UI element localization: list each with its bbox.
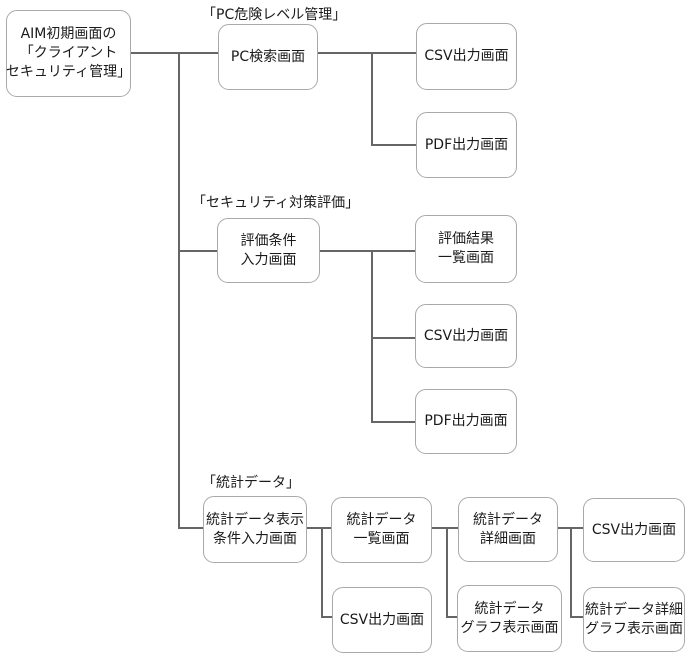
node-stat-list-screen: 統計データ 一覧画面	[331, 497, 432, 563]
node-label-line: 入力画面	[240, 251, 297, 268]
node-stat-detail-graph-display-screen: 統計データ詳細 グラフ表示画面	[583, 587, 685, 652]
node-csv-output-screen-1: CSV出力画面	[416, 23, 517, 90]
connector-line	[371, 52, 373, 146]
node-label-line: 詳細画面	[480, 530, 536, 547]
node-pc-search-screen: PC検索画面	[218, 24, 318, 90]
node-pdf-output-screen-1: PDF出力画面	[416, 112, 517, 178]
connector-line	[431, 527, 459, 529]
node-label-line: AIM初期画面の	[20, 26, 117, 42]
node-pdf-output-screen-2: PDF出力画面	[415, 389, 517, 454]
section-label-pc-risk-level: 「PC危険レベル管理」	[202, 7, 347, 23]
connector-line	[371, 421, 416, 423]
node-csv-output-screen-4: CSV出力画面	[583, 498, 685, 562]
node-label-line: PC検索画面	[230, 48, 306, 65]
node-aim-initial-screen: AIM初期画面の 「クライアント セキュリティ管理」	[6, 10, 131, 97]
node-stat-detail-screen: 統計データ 詳細画面	[458, 497, 558, 562]
node-eval-condition-input-screen: 評価条件 入力画面	[217, 218, 320, 283]
node-label-line: PDF出力画面	[424, 413, 508, 429]
node-csv-output-screen-2: CSV出力画面	[415, 304, 517, 368]
connector-line	[178, 52, 180, 529]
connector-line	[446, 527, 448, 618]
node-label-line: CSV出力画面	[424, 48, 509, 64]
connector-line	[570, 616, 584, 618]
connector-line	[131, 52, 219, 54]
node-label-line: 一覧画面	[353, 531, 410, 547]
node-label-line: CSV出力画面	[339, 611, 425, 628]
connector-line	[371, 250, 373, 423]
node-label-line: PDF出力画面	[424, 136, 509, 153]
connector-line	[178, 250, 218, 252]
node-label-line: 統計データ詳細	[585, 601, 683, 618]
node-stat-graph-display-screen: 統計データ グラフ表示画面	[457, 585, 562, 652]
connector-line	[371, 144, 417, 146]
node-label-line: 統計データ	[474, 600, 545, 617]
connector-line	[371, 337, 416, 339]
node-label-line: 評価条件	[240, 232, 297, 249]
node-label-line: 統計データ	[346, 512, 417, 528]
connector-line	[319, 250, 416, 252]
node-label-line: 統計データ	[473, 511, 543, 528]
node-label-line: 統計データ表示	[206, 511, 304, 528]
node-label-line: セキュリティ管理」	[5, 64, 132, 80]
connector-line	[318, 52, 417, 54]
connector-line	[306, 527, 332, 529]
node-eval-result-list-screen: 評価結果 一覧画面	[415, 215, 517, 283]
node-label-line: 条件入力画面	[213, 530, 297, 547]
node-stat-display-condition-input-screen: 統計データ表示 条件入力画面	[203, 496, 307, 563]
section-label-statistics: 「統計データ」	[202, 475, 300, 491]
node-label-line: CSV出力画面	[591, 521, 677, 538]
node-label-line: グラフ表示画面	[460, 619, 559, 636]
node-label-line: CSV出力画面	[423, 327, 509, 344]
node-label-line: 一覧画面	[438, 250, 494, 266]
connector-line	[570, 527, 572, 618]
node-label-line: グラフ表示画面	[585, 620, 683, 637]
connector-line	[321, 616, 333, 618]
node-label-line: 「クライアント	[19, 45, 118, 61]
node-csv-output-screen-3: CSV出力画面	[332, 587, 432, 653]
connector-line	[178, 527, 204, 529]
node-label-line: 評価結果	[438, 231, 494, 247]
connector-line	[321, 527, 323, 618]
section-label-security-eval: 「セキュリティ対策評価」	[192, 195, 360, 211]
connector-line	[446, 616, 458, 618]
